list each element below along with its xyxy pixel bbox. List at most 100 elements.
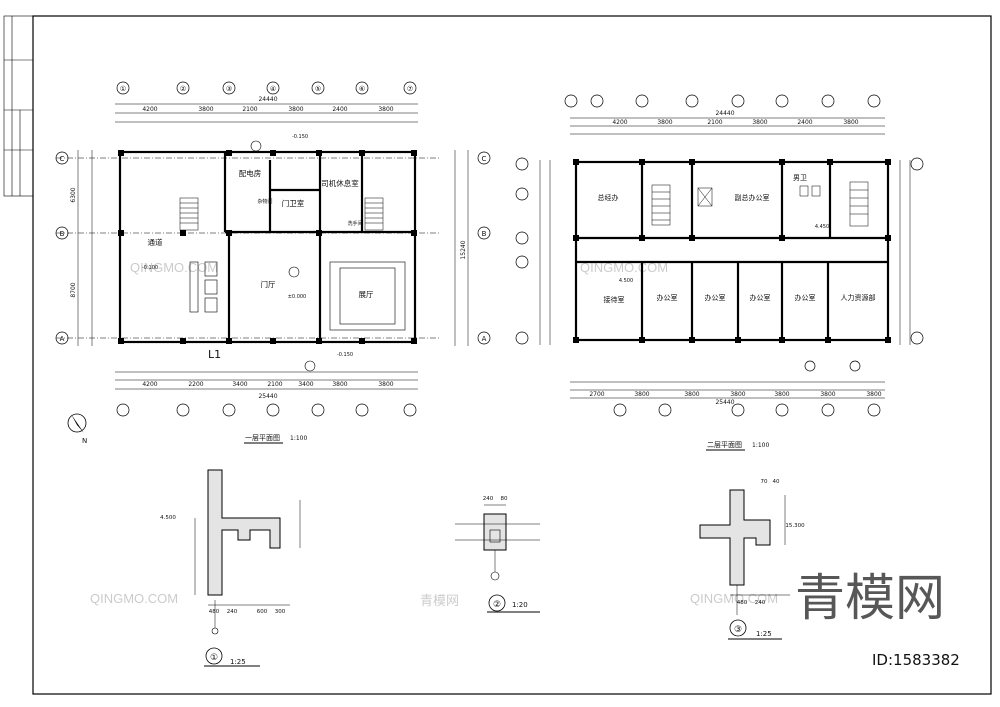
room-label: 总经办 [598,193,619,202]
level-mark: -0.150 [337,352,353,358]
dim: 240 [755,600,766,606]
dim: 6300 [70,187,77,202]
axis-label: ⑥ [359,85,365,93]
dim: 4200 [142,381,157,388]
level-mark: 4.500 [160,515,176,521]
dim: 3800 [843,119,858,126]
dim: 3400 [232,381,247,388]
dim: 3800 [378,106,393,113]
dim-total: 25440 [715,399,734,406]
detail-label: ③ [734,625,742,635]
plan1-axis-bubbles-bottom [116,403,417,417]
watermark-text: QINGMO.COM [580,260,668,275]
room-label: 副总办公室 [735,193,770,202]
plan2-title: 二层平面图 [707,441,742,449]
axis-label: B [60,230,65,238]
dim: 300 [275,609,286,615]
level-mark: ±0.000 [288,294,307,300]
plan1-scale: 1:100 [290,435,307,442]
plan2-stair [651,181,869,227]
axis-label: C [482,155,487,163]
watermark-text: QINGMO.COM [90,591,178,606]
detail-label: ① [210,653,218,663]
plan1-title: 一层平面图 [245,434,280,442]
plan1-stair [179,197,384,231]
plan1-outer-wall [118,150,417,344]
dim: 15240 [460,240,467,259]
dim-total: 24440 [715,110,734,117]
detail-scale: 1:25 [756,630,772,638]
axis-label: ② [180,85,186,93]
level-mark: -0.100 [142,265,158,271]
room-label: 男卫 [793,174,807,182]
room-label: 司机休息室 [321,178,359,188]
dim: 4200 [612,119,627,126]
axis-label: ① [120,85,126,93]
dim: 240 [227,609,238,615]
level-mark: -0.150 [292,134,308,140]
room-label: 展厅 [359,290,374,299]
dim: 480 [209,609,220,615]
dim: 480 [737,600,748,606]
level-mark: 4.450 [815,224,829,230]
dim: 3800 [752,119,767,126]
dim: 4200 [142,106,157,113]
dim: 3800 [820,391,835,398]
detail-label: ② [493,600,501,610]
dim: 2100 [267,381,282,388]
plan2-second-floor: 24440 4200 3800 2100 3800 2400 3800 2700… [515,94,924,451]
plan2-outer-wall [574,160,890,342]
dim: 240 [483,496,494,502]
dim: 3800 [634,391,649,398]
room-label: 接待室 [604,295,625,304]
dim: 3800 [198,106,213,113]
room-label: 门卫室 [282,198,305,208]
dim: 3800 [866,391,881,398]
level-mark: 15.300 [785,523,805,529]
dim: 40 [773,479,780,485]
section-label: L1 [208,348,221,361]
room-label: 通道 [148,237,163,247]
dim: 3800 [332,381,347,388]
watermark-text: QINGMO.COM [130,260,218,275]
axis-label: B [482,230,487,238]
watermark-text: 青模网 [420,594,459,609]
dim: 2400 [332,106,347,113]
axis-label: ⑦ [407,85,413,93]
detail-2: 240 80 ② 1:20 [455,496,540,613]
dim: 3800 [288,106,303,113]
dim: 2400 [797,119,812,126]
plan1-axis-bubbles-top [116,81,417,95]
dim: 3400 [298,381,313,388]
watermark-id: ID:1583382 [872,651,960,669]
dim: 3800 [684,391,699,398]
north-arrow: N [67,413,87,445]
dim-total: 24440 [258,96,277,103]
axis-label: A [60,335,65,343]
room-label: 办公室 [705,293,726,302]
watermark-large: 青模网 [795,569,945,627]
detail-scale: 1:20 [512,601,528,609]
dim: 3800 [378,381,393,388]
dim: 3800 [774,391,789,398]
plan1-ground-floor: ① ② ③ ④ ⑤ ⑥ ⑦ 24440 4200 3800 2100 3800 … [55,81,491,444]
level-mark: 4.500 [619,278,633,284]
watermark-text: QINGMO.COM [690,591,778,606]
dim-total: 25440 [258,393,277,400]
dim: 2700 [589,391,604,398]
sheet-border [32,15,992,695]
north-label: N [82,437,87,445]
dim: 3800 [657,119,672,126]
dim: 3800 [730,391,745,398]
dim: 2100 [242,106,257,113]
room-label: 配电房 [239,168,262,178]
axis-label: ⑤ [315,85,321,93]
detail-3: 15.300 480 240 70 40 ③ 1:25 [699,479,805,640]
dim: 80 [501,496,508,502]
dim: 70 [761,479,768,485]
axis-label: C [60,155,65,163]
dim: 2100 [707,119,722,126]
title-block [3,15,34,197]
detail-1: 4.500 480 240 600 300 ① 1:25 [160,469,301,667]
